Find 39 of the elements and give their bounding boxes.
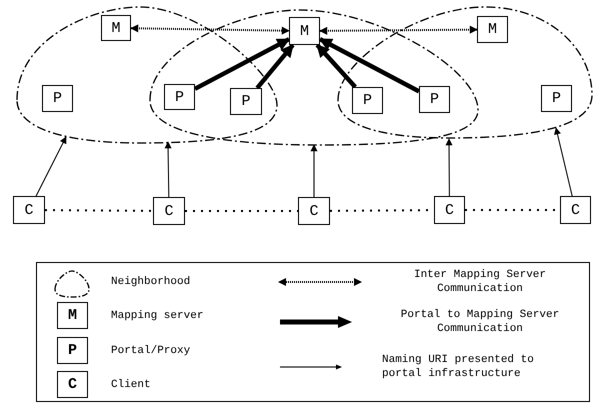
legend-box-letter: P — [57, 337, 88, 364]
legend-label: Portal/Proxy — [111, 344, 190, 358]
legend-label: Mapping server — [111, 309, 204, 323]
double-arrow — [130, 24, 290, 35]
node-box: M — [101, 15, 131, 41]
neighborhood-outline — [15, 5, 279, 145]
node-box: P — [352, 87, 383, 114]
arrow — [554, 127, 573, 196]
node-box: P — [164, 84, 195, 110]
legend-label: Client — [111, 378, 151, 392]
legend-label: Inter Mapping Server Communication — [412, 268, 548, 296]
arrow — [310, 144, 318, 198]
arrow — [36, 136, 66, 196]
arrow — [316, 43, 357, 89]
legend-box-letter: C — [57, 371, 88, 398]
double-arrow — [319, 26, 478, 35]
dotted-line — [45, 209, 153, 212]
arrow — [318, 37, 420, 94]
legend-label: Neighborhood — [111, 275, 190, 289]
node-box: C — [153, 197, 185, 225]
legend-box-letter: M — [57, 302, 88, 329]
arrow — [446, 138, 453, 196]
node-box: P — [419, 86, 450, 113]
arrow — [194, 37, 290, 91]
node-box: C — [434, 196, 465, 224]
node-box: C — [13, 196, 45, 224]
node-box: M — [289, 17, 320, 45]
node-box: C — [560, 196, 591, 224]
node-box: C — [298, 197, 330, 225]
arrow — [255, 44, 295, 90]
node-box: P — [230, 88, 262, 115]
node-box: P — [541, 85, 572, 112]
legend-label: Portal to Mapping Server Communication — [400, 308, 560, 336]
node-box: M — [477, 16, 508, 43]
node-box: P — [42, 85, 73, 112]
neighborhood-outline — [336, 5, 594, 140]
neighborhood-outline — [148, 8, 480, 147]
legend-label: Naming URI presented to portal infrastructure — [382, 353, 535, 381]
arrow — [164, 141, 172, 198]
